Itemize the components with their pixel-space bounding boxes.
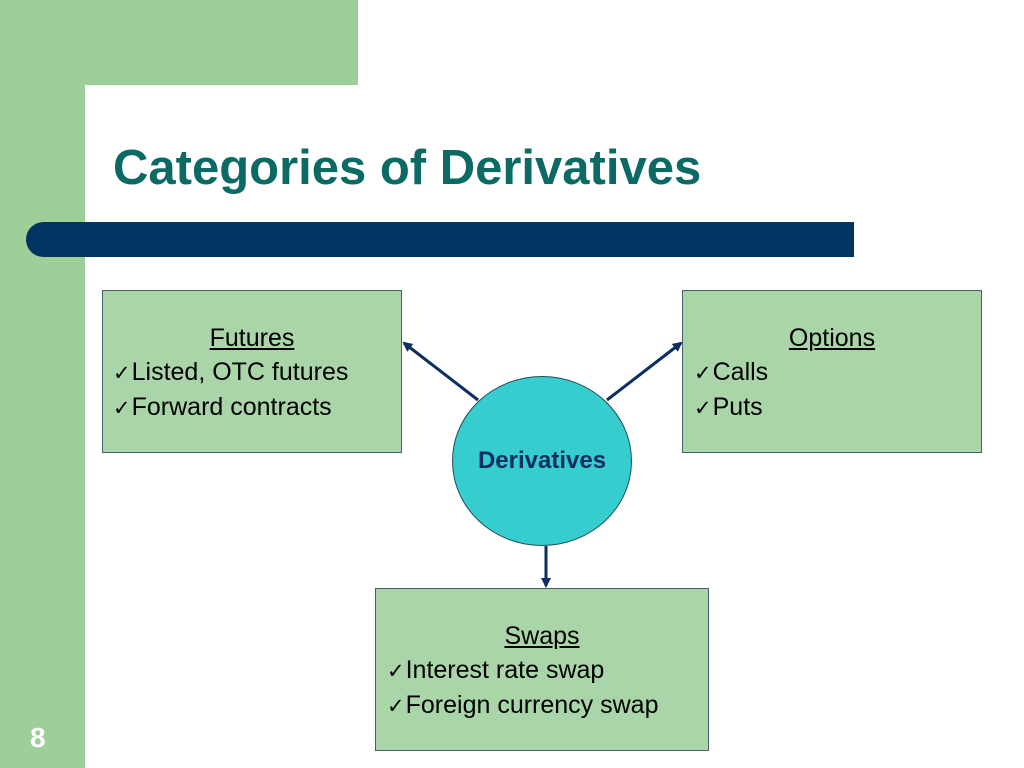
decorative-green-left — [0, 0, 85, 768]
category-box-futures: Futures ✓Listed, OTC futures ✓Forward co… — [102, 290, 402, 453]
checkmark-icon: ✓ — [694, 396, 712, 420]
category-item-label: Listed, OTC futures — [131, 358, 349, 386]
category-item: ✓Calls — [683, 355, 981, 390]
arrow-to-futures — [402, 341, 479, 402]
category-item: ✓Puts — [683, 390, 981, 425]
category-item: ✓Listed, OTC futures — [103, 355, 401, 390]
category-heading-futures: Futures — [209, 324, 295, 352]
category-item-label: Forward contracts — [131, 393, 332, 421]
category-box-options: Options ✓Calls ✓Puts — [682, 290, 982, 453]
category-item-label: Foreign currency swap — [405, 691, 659, 719]
checkmark-icon: ✓ — [387, 659, 405, 683]
category-item: ✓Foreign currency swap — [376, 688, 708, 723]
arrow-to-options — [606, 341, 683, 402]
category-item-label: Puts — [712, 393, 763, 421]
page-number: 8 — [30, 722, 46, 753]
category-item: ✓Interest rate swap — [376, 653, 708, 688]
center-node-label: Derivatives — [477, 447, 607, 474]
category-item-label: Calls — [712, 358, 769, 386]
checkmark-icon: ✓ — [387, 694, 405, 718]
slide-title: Categories of Derivatives — [113, 141, 702, 195]
checkmark-icon: ✓ — [694, 361, 712, 385]
category-heading-swaps: Swaps — [504, 622, 580, 650]
title-underline-bar — [26, 222, 854, 257]
checkmark-icon: ✓ — [113, 361, 131, 385]
center-node-derivatives: Derivatives — [452, 376, 632, 546]
category-heading-options: Options — [788, 324, 876, 352]
category-item: ✓Forward contracts — [103, 390, 401, 425]
category-box-swaps: Swaps ✓Interest rate swap ✓Foreign curre… — [375, 588, 709, 751]
category-item-label: Interest rate swap — [405, 656, 605, 684]
checkmark-icon: ✓ — [113, 396, 131, 420]
